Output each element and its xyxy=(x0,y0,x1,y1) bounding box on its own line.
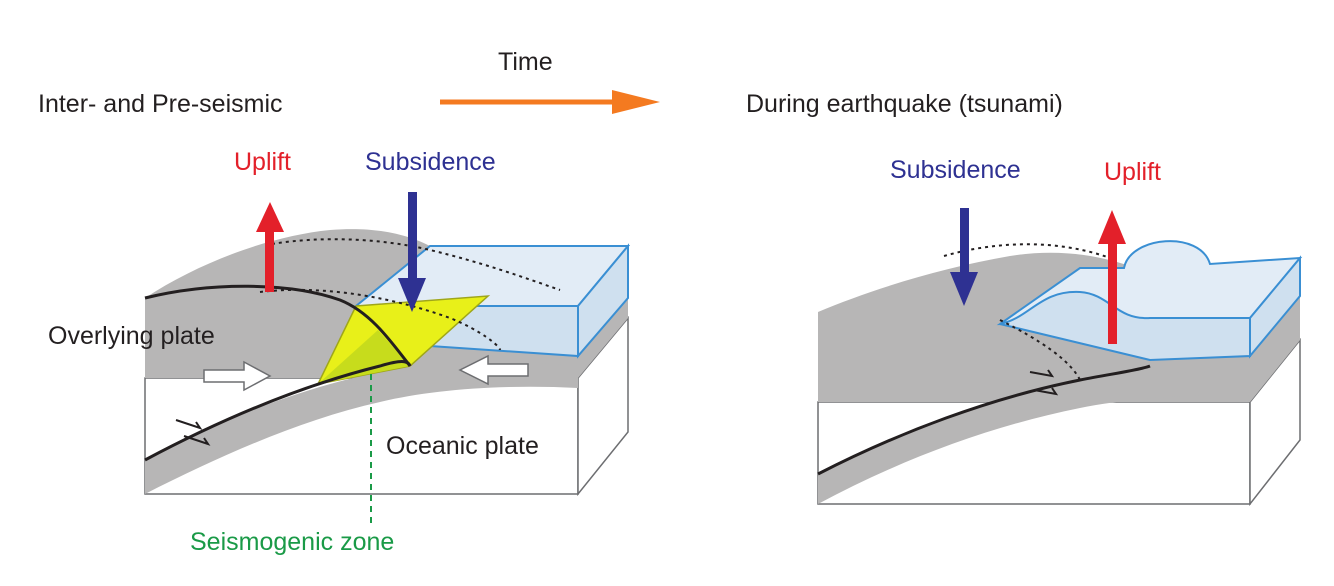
left-subsidence-label: Subsidence xyxy=(365,148,496,176)
left-panel-title: Inter- and Pre-seismic xyxy=(38,90,283,118)
left-uplift-label: Uplift xyxy=(234,148,291,176)
overlying-plate-label: Overlying plate xyxy=(48,322,215,350)
time-arrow xyxy=(440,90,660,114)
seismogenic-zone-label: Seismogenic zone xyxy=(190,528,394,556)
right-panel-title: During earthquake (tsunami) xyxy=(746,90,1063,118)
right-uplift-label: Uplift xyxy=(1104,158,1161,186)
time-label: Time xyxy=(498,48,553,76)
left-block-diagram xyxy=(145,192,628,524)
oceanic-plate-label: Oceanic plate xyxy=(386,432,539,460)
right-block-diagram xyxy=(818,208,1300,504)
right-subsidence-label: Subsidence xyxy=(890,156,1021,184)
